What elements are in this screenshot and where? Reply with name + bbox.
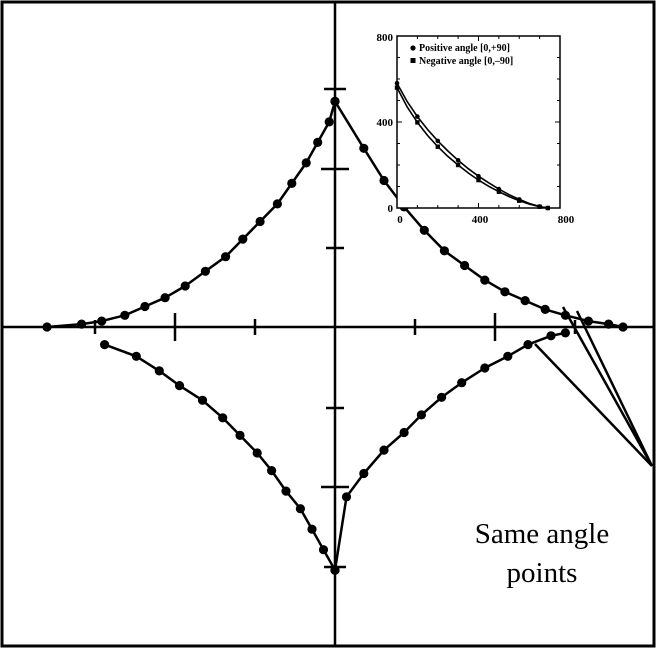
inset-point-square — [496, 189, 502, 194]
inset-point-square — [476, 177, 481, 183]
data-point — [154, 366, 164, 376]
inset-y-tick-0: 0 — [388, 203, 394, 215]
data-point — [140, 301, 150, 312]
data-point — [330, 96, 340, 106]
data-point — [341, 492, 352, 502]
data-point — [330, 565, 340, 575]
data-point — [460, 260, 470, 271]
inset-x-tick-800: 800 — [558, 214, 575, 226]
main-points — [42, 96, 628, 575]
data-point — [301, 158, 311, 168]
inset-y-tick-400: 400 — [377, 117, 394, 129]
data-point — [307, 524, 317, 534]
data-point — [457, 378, 467, 388]
data-point — [379, 175, 389, 186]
inset-curves — [396, 82, 548, 209]
main-axis-ticks — [93, 87, 577, 569]
data-point — [235, 430, 245, 440]
data-point — [252, 448, 262, 458]
data-point — [503, 351, 513, 361]
annotation-line-2: points — [507, 557, 578, 589]
data-point — [324, 117, 334, 127]
inset-x-tick-0: 0 — [397, 214, 403, 226]
inset-legend: Positive angle [0,+90] Negative angle [0… — [410, 43, 513, 67]
data-point — [480, 275, 490, 285]
data-point — [120, 310, 130, 320]
data-point — [131, 351, 141, 361]
annotation-pointer-3 — [534, 343, 653, 467]
inset-point-square — [517, 198, 522, 203]
data-point — [379, 445, 389, 455]
inset-plot: 800 400 0 0 400 800 Positive angle [0,+9… — [377, 32, 575, 226]
annotation-line-1: Same angle — [475, 518, 609, 550]
data-point — [618, 322, 628, 332]
data-point — [267, 466, 277, 476]
data-point — [281, 486, 291, 496]
data-point — [318, 545, 329, 555]
inset-point-circle — [476, 173, 481, 179]
legend-square-marker — [410, 58, 416, 63]
data-point — [42, 322, 52, 332]
data-point — [399, 427, 409, 438]
inset-y-tick-800: 800 — [377, 32, 394, 44]
data-point — [272, 199, 282, 209]
data-point — [604, 319, 614, 329]
data-point — [97, 316, 107, 326]
data-point — [218, 413, 228, 423]
data-point — [295, 504, 305, 514]
data-point — [255, 216, 265, 227]
inset-line-negative — [396, 87, 548, 209]
data-point — [437, 392, 447, 402]
data-point — [313, 137, 323, 147]
annotation: Same angle points — [475, 306, 654, 589]
data-point — [197, 395, 208, 405]
data-point — [540, 304, 550, 314]
data-point — [480, 363, 490, 373]
legend-label-positive: Positive angle [0,+90] — [419, 43, 510, 54]
data-point — [180, 281, 190, 291]
data-point — [238, 234, 248, 244]
inset-ticks — [397, 36, 560, 208]
data-point — [359, 143, 369, 153]
data-point — [200, 266, 210, 276]
data-point — [100, 340, 110, 350]
data-point — [77, 319, 87, 329]
data-point — [583, 316, 594, 326]
data-point — [560, 328, 571, 338]
data-point — [439, 246, 449, 256]
data-point — [546, 331, 556, 341]
annotation-pointer-1 — [561, 306, 654, 467]
legend-label-negative: Negative angle [0,–90] — [419, 56, 513, 67]
annotation-pointer-2 — [575, 310, 654, 467]
inset-point-square — [435, 144, 440, 149]
inset-point-circle — [435, 138, 441, 144]
data-point — [174, 381, 185, 391]
data-point — [359, 468, 369, 479]
data-point — [520, 296, 530, 306]
data-point — [419, 225, 429, 235]
inset-point-square — [415, 120, 420, 125]
data-point — [416, 410, 426, 420]
inset-point-circle — [455, 158, 461, 163]
inset-x-tick-400: 400 — [472, 214, 489, 226]
data-point — [523, 340, 533, 350]
legend-circle-marker — [410, 45, 416, 51]
inset-point-circle — [415, 114, 420, 119]
inset-line-positive — [396, 82, 548, 209]
inset-point-square — [455, 162, 461, 168]
data-point — [160, 293, 170, 303]
data-point — [500, 287, 510, 297]
data-point — [287, 178, 297, 188]
data-point — [221, 252, 231, 262]
